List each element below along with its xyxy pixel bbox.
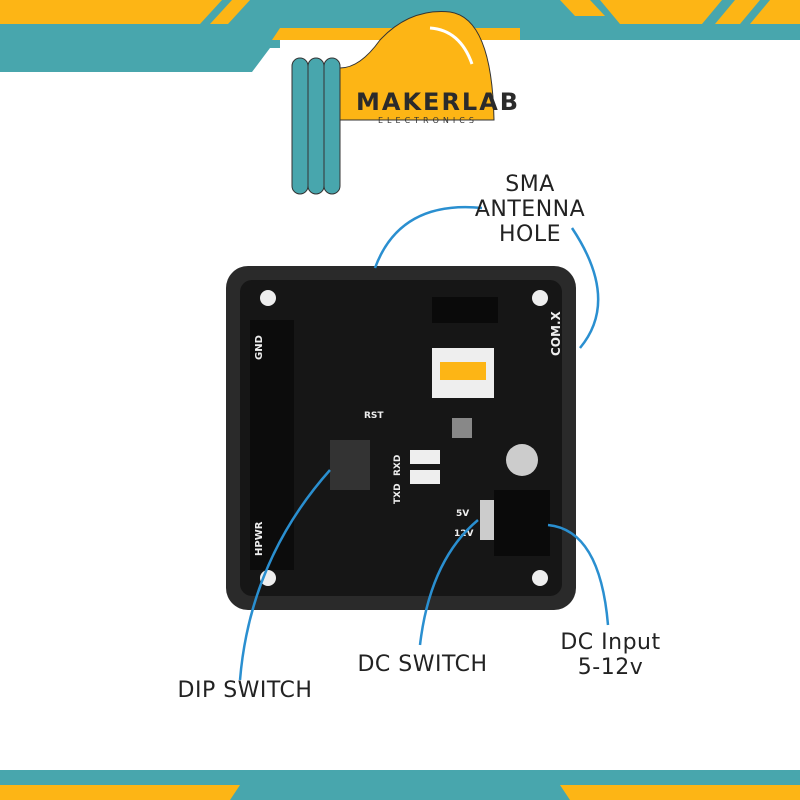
switch-label-5v: 5V bbox=[456, 509, 469, 519]
dip-switch-label: DIP SWITCH bbox=[177, 678, 313, 703]
dc-switch-label: DC SWITCH bbox=[357, 652, 488, 677]
dc-input-label: DC Input 5-12v bbox=[548, 630, 673, 680]
pin-label-gnd: GND bbox=[254, 335, 265, 360]
bottom-banner bbox=[0, 770, 800, 800]
dip-label-rst: RST bbox=[364, 411, 384, 421]
dip-label-txd: TXD bbox=[393, 483, 403, 504]
dip-arrow bbox=[238, 469, 331, 681]
board-module: COM.X GND HPWR RST RXD TXD 5V 12V bbox=[226, 266, 576, 610]
sma-arrow-right bbox=[570, 227, 600, 349]
dip-label-rxd: RXD bbox=[393, 455, 403, 476]
logo-bulb-icon bbox=[291, 11, 495, 195]
sma-label: SMA ANTENNA HOLE bbox=[470, 172, 590, 247]
top-banner bbox=[0, 0, 800, 72]
sma-label-text: SMA ANTENNA HOLE bbox=[474, 172, 586, 247]
pin-label-hpwr: HPWR bbox=[254, 521, 265, 556]
dc-input-range: 5-12v bbox=[577, 655, 644, 680]
callout-arrows bbox=[238, 205, 610, 681]
sma-arrow-left bbox=[373, 205, 483, 269]
dc-input-arrow bbox=[547, 523, 610, 626]
brand-sub: ELECTRONICS bbox=[378, 116, 478, 125]
brand-name: MAKERLAB bbox=[356, 88, 521, 116]
dc-input-title: DC Input bbox=[560, 630, 661, 655]
dc-switch-arrow bbox=[418, 519, 479, 646]
board-name: COM.X bbox=[549, 310, 563, 356]
